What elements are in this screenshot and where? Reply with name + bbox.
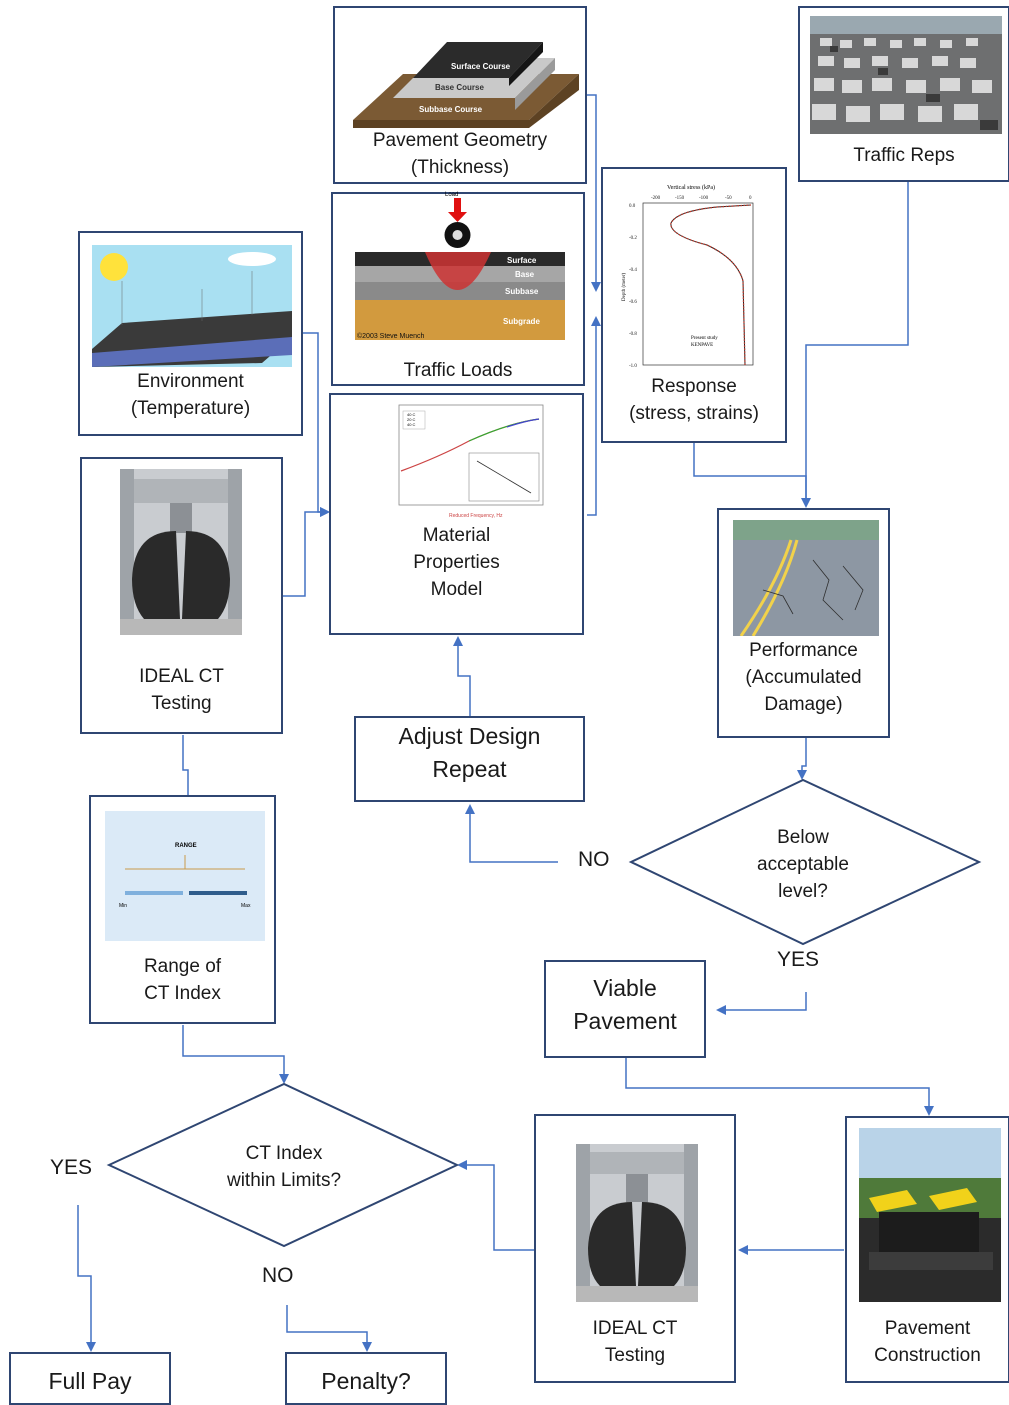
range-graphic: RANGE Min Max — [105, 811, 265, 941]
ideal-ct-specimen-photo — [576, 1144, 698, 1302]
edge-response-performance — [693, 442, 807, 506]
traffic-load-illustration: Load Surface Base Subbase Subgrade ©2003… — [355, 192, 565, 340]
xtick: -150 — [675, 196, 685, 201]
xtick: 0 — [749, 196, 752, 201]
range-max: Max — [241, 903, 251, 909]
edge-no-penalty — [286, 1305, 372, 1352]
node-range-ct-index: RANGE Min Max Range of CT Index — [89, 795, 276, 1024]
ytick: -0.6 — [629, 300, 637, 305]
paving-machine-photo — [859, 1128, 1001, 1302]
node-adjust-design: Adjust Design Repeat — [354, 716, 585, 802]
edge-label-yes-bottom: YES — [50, 1156, 93, 1179]
cracked-pavement-photo — [733, 520, 879, 636]
label-pavement-geometry: Pavement Geometry (Thickness) — [372, 130, 548, 178]
edge-viable-construction — [625, 1058, 934, 1116]
label-adjust-design: Adjust Design Repeat — [398, 723, 541, 782]
layer-subgrade: Subgrade — [503, 317, 540, 326]
edge-idealct-ctlimits — [457, 1160, 534, 1251]
edge-idealct-material — [283, 507, 330, 597]
edge-label-no-top: NO — [578, 848, 610, 871]
ytick: -0.4 — [629, 268, 637, 273]
ytick: -1.0 — [629, 364, 637, 369]
label-pavement-construction: Pavement Construction — [874, 1318, 981, 1366]
edge-label-no-bottom: NO — [262, 1264, 294, 1287]
node-environment: Environment (Temperature) — [78, 231, 303, 436]
legend-entry: 20 C — [407, 417, 416, 422]
label-ideal-ct-right: IDEAL CT Testing — [592, 1318, 678, 1366]
traffic-photo — [810, 16, 1002, 134]
label-environment: Environment (Temperature) — [130, 371, 251, 419]
diamond-below-acceptable — [628, 778, 982, 946]
edge-trafficreps-performance — [801, 182, 909, 508]
ideal-ct-specimen-photo — [120, 469, 242, 635]
node-full-pay: Full Pay — [9, 1352, 171, 1405]
node-ideal-ct-right: IDEAL CT Testing — [534, 1114, 736, 1383]
plot-ylabel: Depth (meter) — [622, 272, 627, 301]
label-full-pay: Full Pay — [48, 1368, 132, 1394]
legend-entry: 40 C — [407, 422, 416, 427]
label-response: Response (stress, strains) — [629, 376, 759, 424]
label-viable-pavement: Viable Pavement — [573, 975, 677, 1034]
label-traffic-loads: Traffic Loads — [403, 360, 513, 381]
range-min: Min — [119, 903, 127, 909]
node-material-properties: 40 C 20 C 40 C Reduced Frequency, Hz Mat… — [329, 393, 584, 635]
label-material-properties: Material Properties Model — [413, 525, 500, 600]
ytick: -0.8 — [629, 332, 637, 337]
node-viable-pavement: Viable Pavement — [544, 960, 706, 1058]
node-traffic-loads: Load Surface Base Subbase Subgrade ©2003… — [331, 192, 585, 386]
load-label: Load — [445, 192, 458, 198]
label-range-ct-index: Range of CT Index — [143, 956, 222, 1004]
edge-idealct-range — [182, 735, 193, 810]
node-performance: Performance (Accumulated Damage) — [717, 508, 890, 738]
legend-kenpave: KENPAVE — [691, 343, 713, 348]
edge-no-adjust — [465, 804, 558, 863]
edge-performance-below — [797, 738, 807, 780]
node-traffic-reps: Traffic Reps — [798, 6, 1009, 182]
pavement-layers-illustration: Surface Course Base Course Subbase Cours… — [353, 42, 579, 128]
legend-present: Present study — [691, 336, 718, 341]
ytick: -0.2 — [629, 236, 637, 241]
edge-environment-material — [303, 332, 330, 517]
stress-depth-plot: Vertical stress (kPa) -200 -150 -100 -50… — [622, 184, 754, 369]
master-curve-plot: 40 C 20 C 40 C Reduced Frequency, Hz — [398, 404, 544, 519]
edge-geometry-response — [587, 94, 601, 292]
edge-material-response — [587, 316, 601, 516]
layer-surface: Surface — [507, 256, 537, 265]
edge-label-yes-top: YES — [777, 948, 820, 971]
image-credit: ©2003 Steve Muench — [357, 332, 425, 340]
range-title: RANGE — [175, 843, 197, 849]
plot-title: Vertical stress (kPa) — [667, 184, 715, 191]
node-pavement-construction: Pavement Construction — [845, 1116, 1009, 1383]
node-penalty: Penalty? — [285, 1352, 447, 1405]
edge-adjust-material — [453, 636, 471, 716]
label-ct-within-limits: CT Index within Limits? — [226, 1143, 342, 1191]
label-penalty: Penalty? — [321, 1368, 411, 1394]
label-performance: Performance (Accumulated Damage) — [745, 640, 862, 715]
layer-surface-course: Surface Course — [451, 62, 511, 71]
layer-subbase: Subbase — [505, 287, 539, 296]
layer-base-course: Base Course — [435, 83, 484, 92]
xtick: -50 — [725, 196, 732, 201]
label-ideal-ct-left: IDEAL CT Testing — [139, 666, 224, 714]
label-traffic-reps: Traffic Reps — [853, 145, 955, 166]
ytick: 0.0 — [629, 204, 636, 209]
edge-range-ctlimits — [182, 1025, 289, 1084]
node-response: Vertical stress (kPa) -200 -150 -100 -50… — [601, 167, 787, 443]
layer-subbase-course: Subbase Course — [419, 105, 483, 114]
node-pavement-geometry: Surface Course Base Course Subbase Cours… — [333, 6, 587, 184]
xtick: -100 — [699, 196, 709, 201]
layer-base: Base — [515, 270, 535, 279]
edge-yes-viable — [716, 992, 807, 1015]
environment-illustration — [92, 245, 292, 367]
diamond-ct-within-limits — [106, 1082, 460, 1248]
xtick: -200 — [651, 196, 661, 201]
plot-xlabel: Reduced Frequency, Hz — [449, 513, 503, 519]
legend-entry: 40 C — [407, 412, 416, 417]
label-below-acceptable: Below acceptable level? — [757, 827, 849, 902]
node-ideal-ct-left: IDEAL CT Testing — [80, 457, 283, 734]
edge-yes-fullpay — [77, 1205, 96, 1352]
